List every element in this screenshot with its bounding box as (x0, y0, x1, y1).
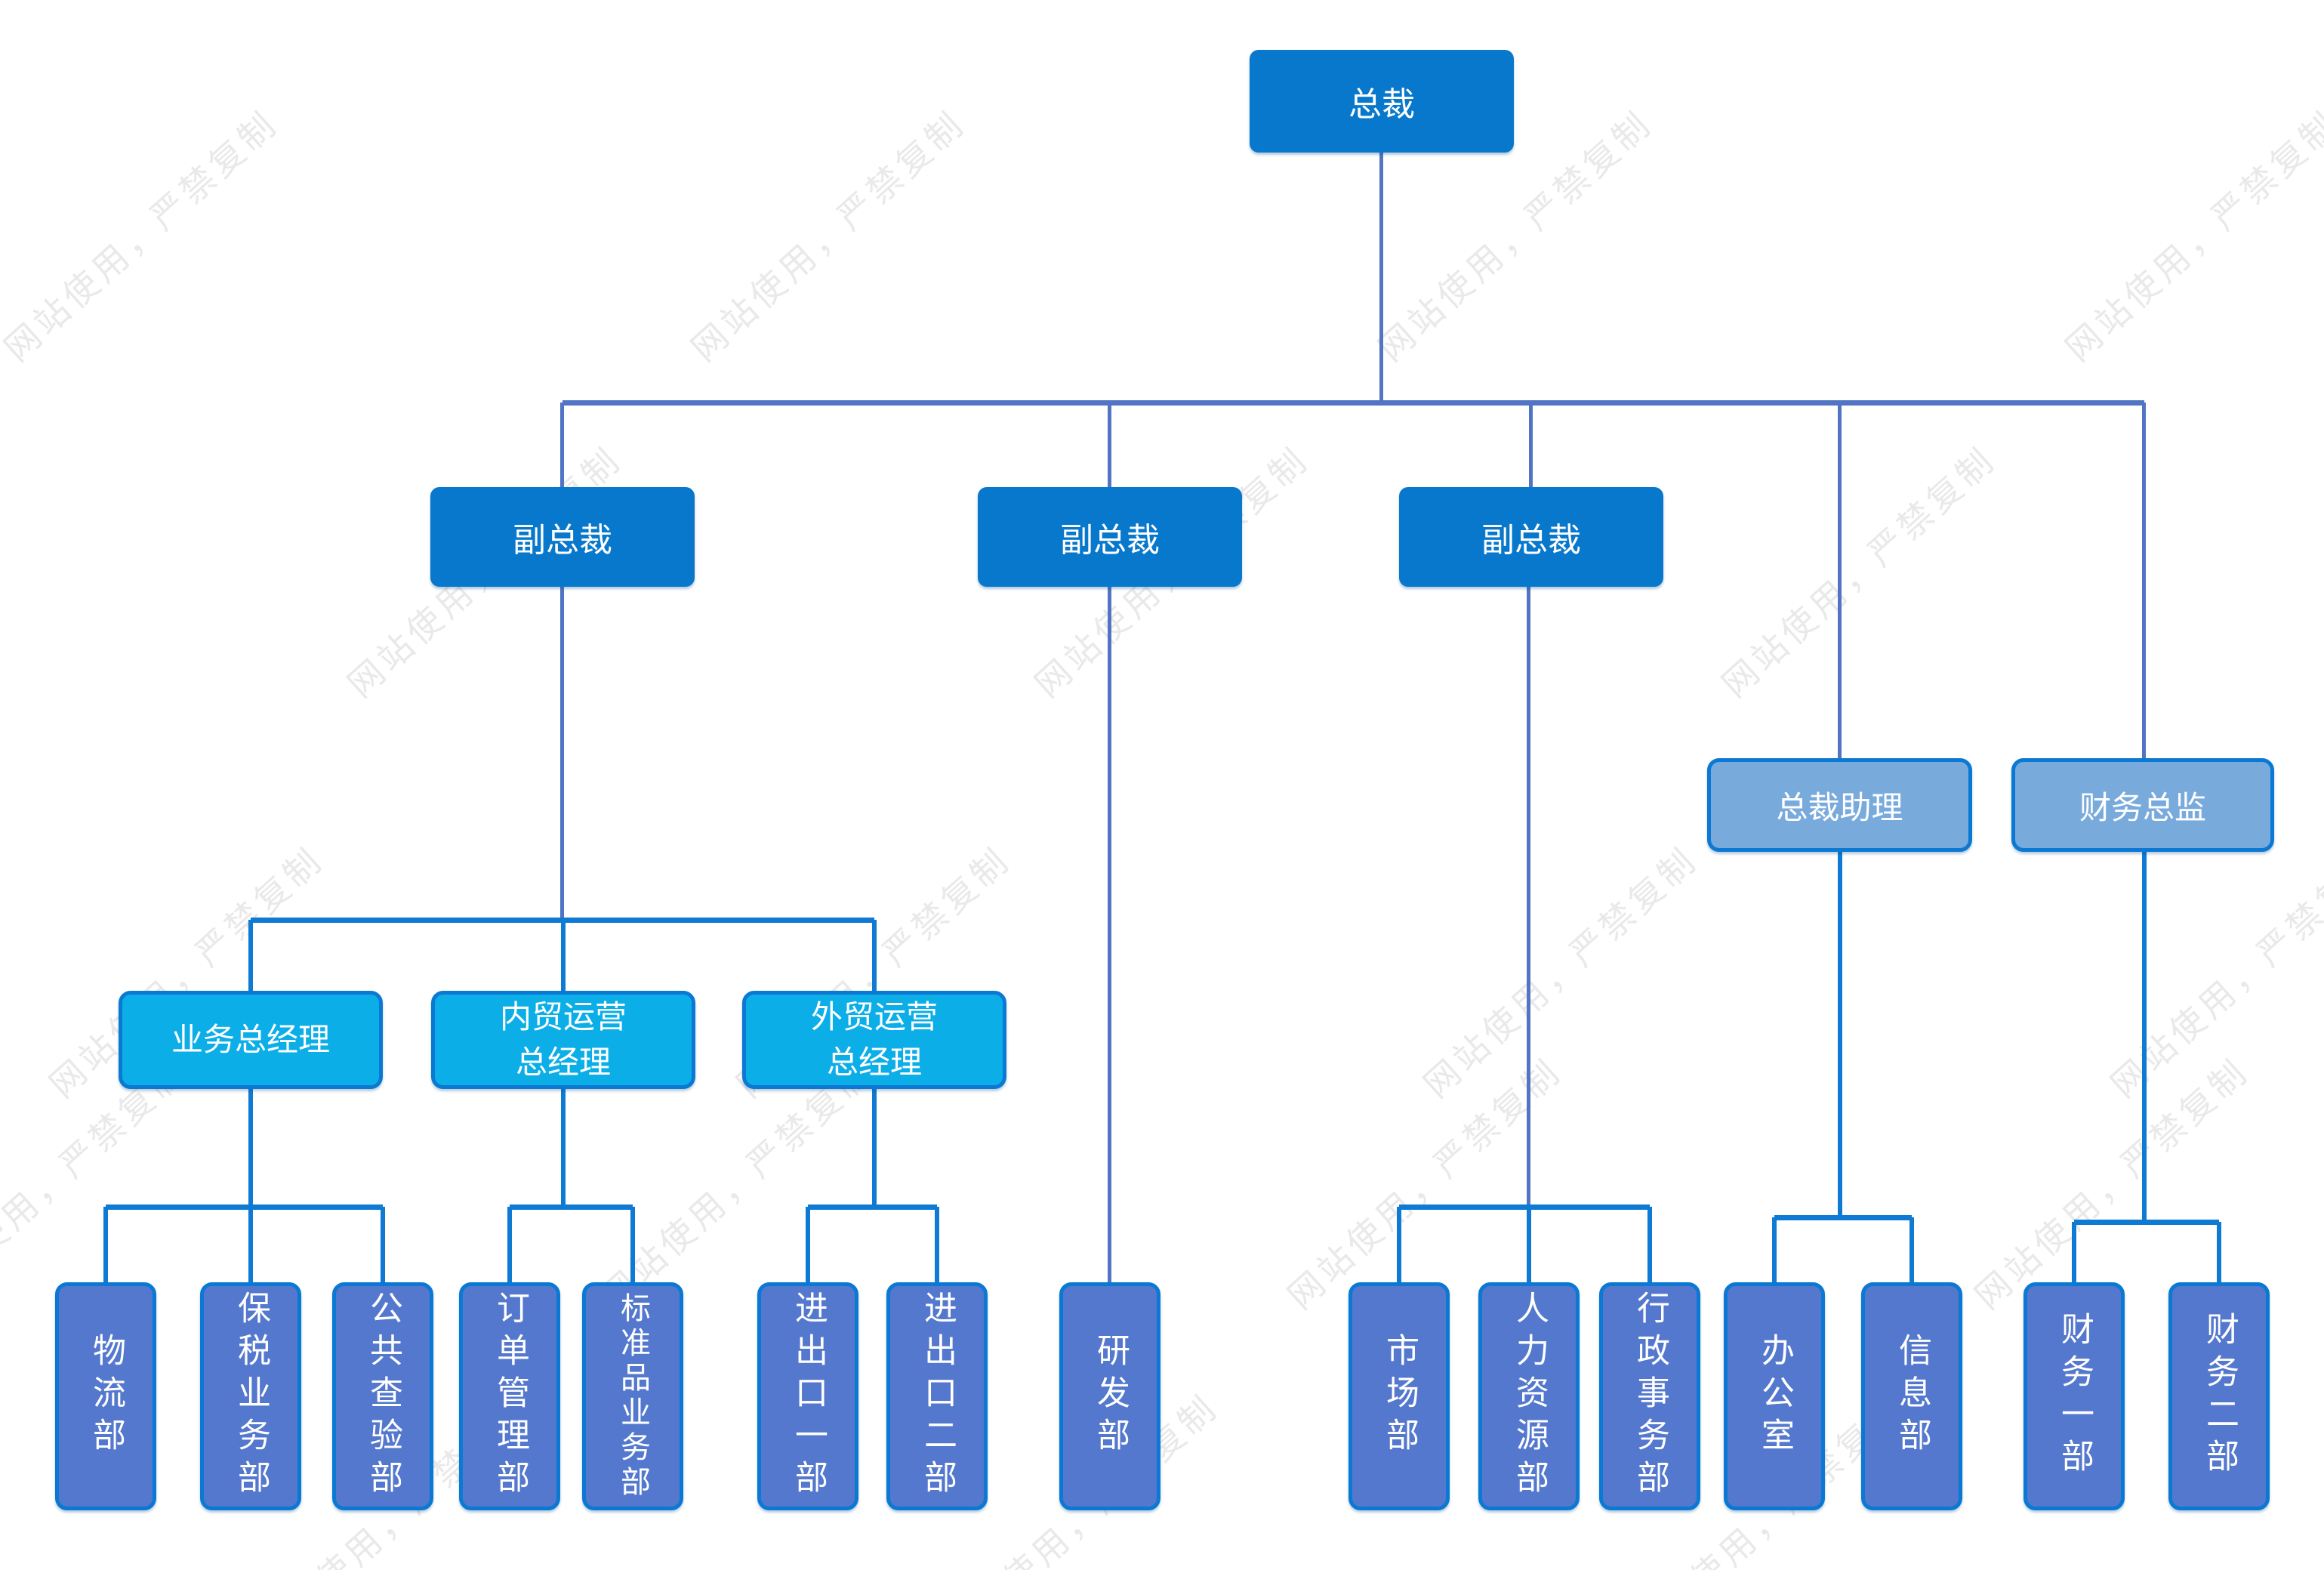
org-node-label: 总裁 (1348, 86, 1415, 123)
connector-gm3-drop (872, 1089, 877, 1207)
watermark-text: 网站使用，严禁复制 (0, 103, 286, 369)
org-node-vp-1[interactable]: 副总裁 (430, 487, 695, 587)
org-node-dept-info[interactable]: 信息部 (1861, 1282, 1962, 1510)
connector-d-info-drop (1909, 1217, 1914, 1282)
org-node-label: 财务总监 (2079, 789, 2206, 825)
org-node-label: 订单管理部 (492, 1291, 529, 1502)
watermark-text: 网站使用，严禁复制 (1416, 839, 1706, 1106)
org-node-president[interactable]: 总裁 (1250, 50, 1514, 153)
org-node-dept-inspection[interactable]: 公共查验部 (332, 1282, 433, 1510)
org-node-gm-foreign[interactable]: 外贸运营 总经理 (742, 991, 1006, 1089)
org-node-label: 行政事务部 (1632, 1291, 1669, 1502)
connector-d-order-drop (507, 1207, 512, 1282)
connector-vp1-top (560, 403, 564, 487)
connector-gm2-top (561, 920, 566, 991)
org-node-label: 副总裁 (1481, 522, 1581, 559)
org-node-label: 进出口二部 (919, 1291, 956, 1502)
org-node-label: 外贸运营 总经理 (810, 999, 938, 1080)
connector-group4-bus (1399, 1204, 1650, 1210)
org-node-label: 财务一部 (2056, 1312, 2093, 1481)
connector-d-fin2-drop (2217, 1222, 2221, 1282)
org-node-label: 市场部 (1381, 1333, 1418, 1460)
connector-cfo-top (2142, 403, 2146, 758)
org-node-label: 人力资源部 (1511, 1291, 1548, 1502)
org-node-dept-import-export-1[interactable]: 进出口一部 (757, 1282, 858, 1510)
org-node-vp-2[interactable]: 副总裁 (978, 487, 1242, 587)
org-node-dept-market[interactable]: 市场部 (1348, 1282, 1450, 1510)
org-node-label: 办公室 (1756, 1333, 1793, 1460)
connector-d-ie2-drop (935, 1207, 939, 1282)
org-node-dept-finance-2[interactable]: 财务二部 (2168, 1282, 2270, 1510)
org-node-gm-business[interactable]: 业务总经理 (119, 991, 383, 1089)
connector-assistant-drop (1838, 852, 1842, 1220)
connector-gm2-drop (561, 1089, 566, 1207)
connector-d-hr-drop (1527, 1207, 1531, 1282)
org-node-gm-domestic[interactable]: 内贸运营 总经理 (431, 991, 695, 1089)
org-node-label: 副总裁 (513, 522, 612, 559)
org-node-dept-rd[interactable]: 研发部 (1059, 1282, 1160, 1510)
connector-cfo-drop (2142, 852, 2147, 1225)
org-node-dept-finance-1[interactable]: 财务一部 (2023, 1282, 2125, 1510)
connector-assistant-top (1838, 403, 1842, 758)
org-node-label: 副总裁 (1060, 522, 1160, 559)
connector-vp2-top (1108, 403, 1111, 487)
connector-d-ie1-drop (806, 1207, 810, 1282)
connector-group6-bus (2074, 1220, 2219, 1225)
connector-group3-bus (808, 1204, 937, 1210)
org-node-label: 财务二部 (2201, 1312, 2238, 1481)
connector-d-standard-drop (630, 1207, 635, 1282)
connector-d-office-drop (1772, 1217, 1777, 1282)
connector-d-logistics-drop (103, 1207, 108, 1282)
connector-d-admin-drop (1647, 1207, 1652, 1282)
org-node-dept-office[interactable]: 办公室 (1724, 1282, 1825, 1510)
org-node-dept-bonded[interactable]: 保税业务部 (200, 1282, 301, 1510)
connector-main-bus (563, 400, 2144, 406)
org-node-label: 标准品业务部 (616, 1292, 649, 1501)
watermark-text: 网站使用，严禁复制 (2057, 103, 2324, 369)
org-node-label: 总裁助理 (1776, 789, 1903, 825)
connector-vp2-drop (1108, 587, 1111, 1282)
watermark-text: 网站使用，严禁复制 (1714, 439, 2004, 705)
connector-vp3-drop (1527, 587, 1530, 1207)
watermark-text: 网站使用，严禁复制 (683, 103, 973, 369)
org-node-label: 内贸运营 总经理 (499, 999, 627, 1080)
org-node-label: 业务总经理 (171, 1022, 330, 1058)
connector-gm1-top (248, 920, 253, 991)
org-node-label: 进出口一部 (790, 1291, 827, 1502)
org-node-dept-import-export-2[interactable]: 进出口二部 (886, 1282, 988, 1510)
org-node-label: 保税业务部 (233, 1291, 270, 1502)
org-node-dept-order[interactable]: 订单管理部 (459, 1282, 560, 1510)
connector-group5-bus (1774, 1215, 1912, 1220)
connector-group1-bus (106, 1204, 383, 1210)
connector-d-inspection-drop (381, 1207, 385, 1282)
connector-root-drop (1379, 153, 1383, 403)
org-node-assistant[interactable]: 总裁助理 (1707, 758, 1972, 852)
org-node-label: 信息部 (1894, 1333, 1931, 1460)
connector-vp1-drop (560, 587, 564, 920)
org-node-dept-admin[interactable]: 行政事务部 (1599, 1282, 1700, 1510)
org-node-dept-hr[interactable]: 人力资源部 (1478, 1282, 1580, 1510)
connector-gm1-drop (248, 1089, 253, 1282)
org-node-label: 公共查验部 (365, 1291, 402, 1502)
org-node-cfo[interactable]: 财务总监 (2011, 758, 2274, 852)
org-node-dept-standard[interactable]: 标准品业务部 (582, 1282, 683, 1510)
org-node-dept-logistics[interactable]: 物流部 (55, 1282, 156, 1510)
connector-group2-bus (510, 1204, 633, 1210)
connector-gm3-top (872, 920, 877, 991)
connector-d-fin1-drop (2072, 1222, 2076, 1282)
org-node-vp-3[interactable]: 副总裁 (1399, 487, 1663, 587)
org-node-label: 研发部 (1092, 1333, 1129, 1460)
connector-d-market-drop (1397, 1207, 1401, 1282)
org-node-label: 物流部 (88, 1333, 125, 1460)
connector-vp3-top (1529, 403, 1533, 487)
watermark-text: 网站使用，严禁复制 (1967, 1050, 2257, 1317)
